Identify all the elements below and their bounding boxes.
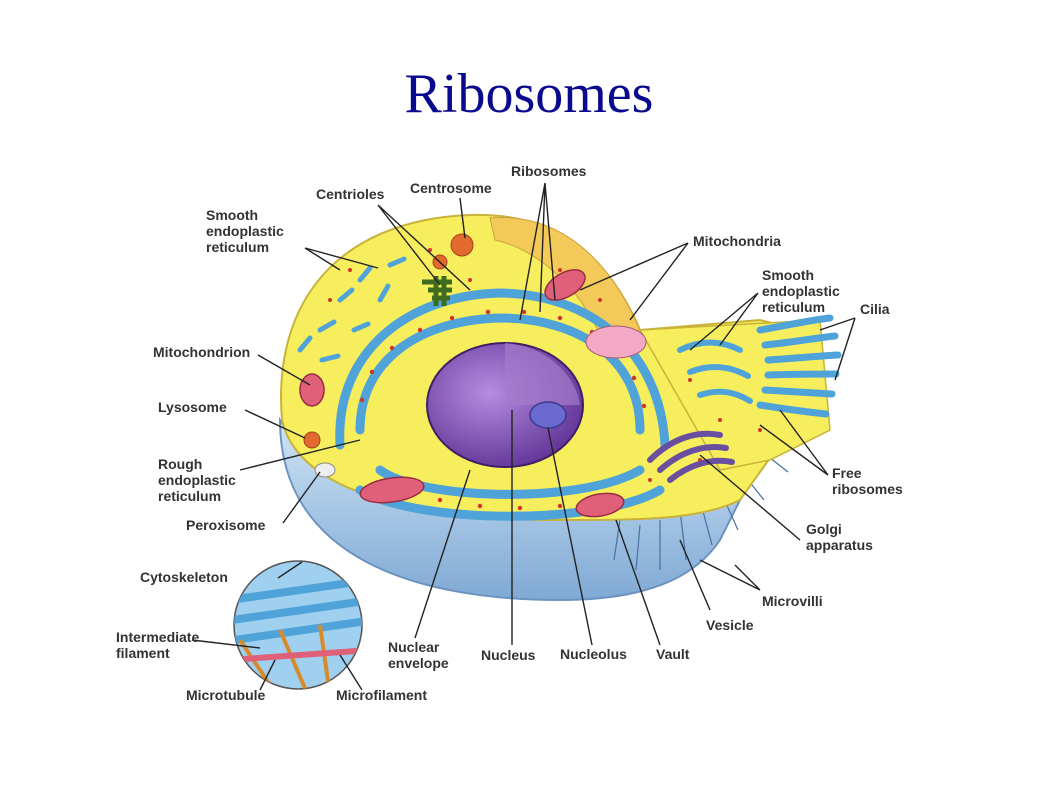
- vault: [585, 325, 647, 359]
- cilia: [756, 314, 842, 418]
- label-smooth-er-right-1: Smooth: [762, 267, 814, 283]
- label-rough-er-1: Rough: [158, 456, 202, 472]
- cytoskeleton-zoom: [233, 560, 363, 690]
- golgi-apparatus: [647, 430, 735, 483]
- label-cytoskeleton: Cytoskeleton: [140, 569, 228, 585]
- label-vault: Vault: [656, 646, 690, 662]
- slide-title: Ribosomes: [404, 63, 654, 125]
- leader-lines: [191, 182, 856, 691]
- label-nuclear-envelope-1: Nuclear: [388, 639, 440, 655]
- label-free-ribosomes-2: ribosomes: [832, 481, 903, 497]
- mitochondria: [299, 269, 625, 518]
- label-rough-er-2: endoplastic: [158, 472, 236, 488]
- centrioles: [422, 276, 452, 306]
- nuclear-envelope-cut: [505, 343, 580, 405]
- label-peroxisome: Peroxisome: [186, 517, 266, 533]
- microvilli: [613, 449, 789, 571]
- label-mitochondrion: Mitochondrion: [153, 344, 250, 360]
- centrosome: [450, 233, 474, 257]
- label-ribosomes: Ribosomes: [511, 163, 587, 179]
- label-centrosome: Centrosome: [410, 180, 492, 196]
- label-cilia: Cilia: [860, 301, 890, 317]
- label-microfilament: Microfilament: [336, 687, 427, 703]
- nucleolus: [529, 401, 567, 429]
- label-smooth-er-right-3: reticulum: [762, 299, 825, 315]
- peroxisome: [314, 462, 336, 478]
- label-nucleolus: Nucleolus: [560, 646, 627, 662]
- lysosome: [303, 431, 321, 449]
- label-golgi-1: Golgi: [806, 521, 842, 537]
- label-intermediate-filament-2: filament: [116, 645, 170, 661]
- label-smooth-er-right-2: endoplastic: [762, 283, 840, 299]
- label-microvilli: Microvilli: [762, 593, 823, 609]
- label-smooth-er-left-1: Smooth: [206, 207, 258, 223]
- label-smooth-er-left-3: reticulum: [206, 239, 269, 255]
- label-smooth-er-left-2: endoplastic: [206, 223, 284, 239]
- smooth-er-left: [297, 256, 407, 363]
- label-nucleus: Nucleus: [481, 647, 536, 663]
- label-free-ribosomes-1: Free: [832, 465, 862, 481]
- label-intermediate-filament-1: Intermediate: [116, 629, 199, 645]
- label-golgi-2: apparatus: [806, 537, 873, 553]
- label-centrioles: Centrioles: [316, 186, 385, 202]
- label-nuclear-envelope-2: envelope: [388, 655, 449, 671]
- label-vesicle: Vesicle: [706, 617, 754, 633]
- label-lysosome: Lysosome: [158, 399, 227, 415]
- label-microtubule: Microtubule: [186, 687, 266, 703]
- label-rough-er-3: reticulum: [158, 488, 221, 504]
- label-mitochondria: Mitochondria: [693, 233, 781, 249]
- smooth-er-right: [677, 339, 753, 404]
